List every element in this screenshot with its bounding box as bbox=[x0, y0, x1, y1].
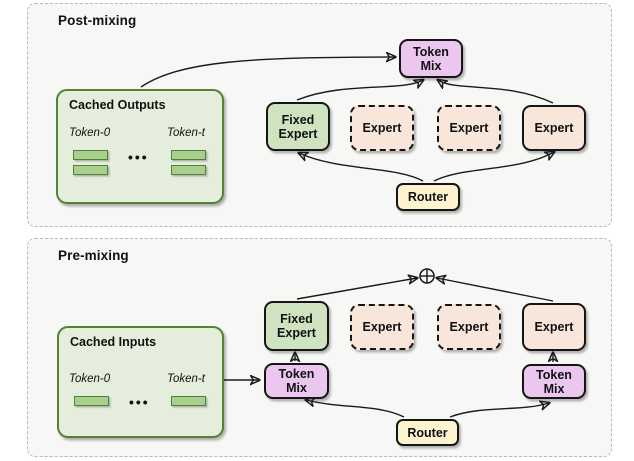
pre-mixing-panel: Pre-mixing Cached Inputs Token-0 Token-t… bbox=[27, 238, 612, 457]
post-mixing-panel: Post-mixing Cached Outputs Token-0 Token… bbox=[27, 3, 612, 227]
cached-outputs-box: Cached Outputs Token-0 Token-t ••• bbox=[56, 89, 224, 204]
token-chip bbox=[171, 396, 206, 406]
expert-node-selected: Expert bbox=[522, 303, 586, 351]
cached-inputs-title: Cached Inputs bbox=[70, 335, 157, 349]
expert-node-dashed-2: Expert bbox=[437, 304, 501, 350]
token-chip bbox=[73, 165, 108, 175]
router-node: Router bbox=[396, 183, 460, 211]
fixed-expert-node: Fixed Expert bbox=[266, 102, 330, 151]
cached-outputs-title: Cached Outputs bbox=[69, 98, 166, 112]
token-chip bbox=[73, 150, 108, 160]
expert-node-dashed-1: Expert bbox=[350, 105, 414, 151]
token-mix-node: Token Mix bbox=[399, 39, 463, 78]
token-0-label: Token-0 bbox=[69, 127, 111, 139]
token-0-label: Token-0 bbox=[69, 373, 111, 385]
ellipsis-dots: ••• bbox=[129, 394, 150, 410]
ellipsis-dots: ••• bbox=[128, 149, 149, 165]
token-t-label: Token-t bbox=[167, 127, 205, 139]
token-chip bbox=[171, 150, 206, 160]
expert-node-selected: Expert bbox=[522, 105, 586, 151]
router-node: Router bbox=[396, 419, 459, 446]
cached-inputs-box: Cached Inputs Token-0 Token-t ••• bbox=[57, 326, 224, 438]
fixed-expert-node: Fixed Expert bbox=[264, 301, 329, 351]
token-mix-right-node: Token Mix bbox=[522, 364, 586, 399]
token-t-label: Token-t bbox=[167, 373, 205, 385]
expert-node-dashed-2: Expert bbox=[437, 105, 501, 151]
token-chip bbox=[74, 396, 109, 406]
post-mixing-title: Post-mixing bbox=[58, 13, 137, 28]
token-mix-left-node: Token Mix bbox=[264, 363, 329, 399]
token-chip bbox=[171, 165, 206, 175]
expert-node-dashed-1: Expert bbox=[350, 304, 414, 350]
pre-mixing-title: Pre-mixing bbox=[58, 248, 129, 263]
